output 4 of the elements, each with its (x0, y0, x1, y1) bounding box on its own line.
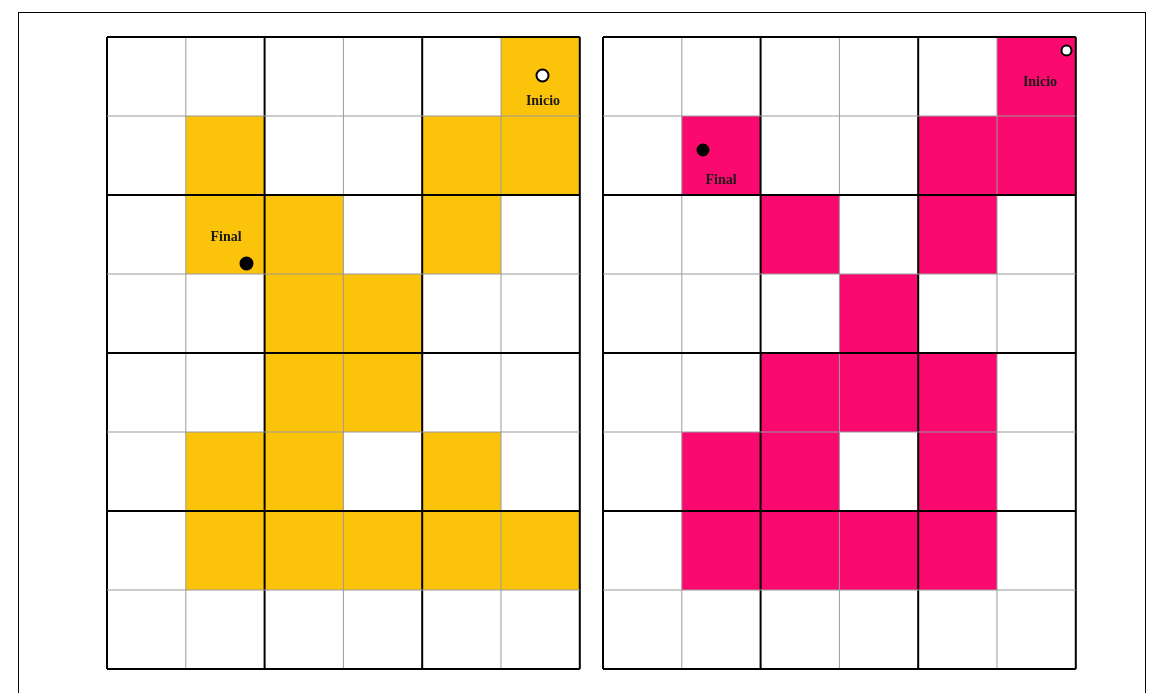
point-label: Inicio (525, 94, 561, 108)
point-label: Inicio (1022, 75, 1058, 89)
point-label: Final (210, 230, 242, 244)
point-label: Final (705, 173, 737, 187)
